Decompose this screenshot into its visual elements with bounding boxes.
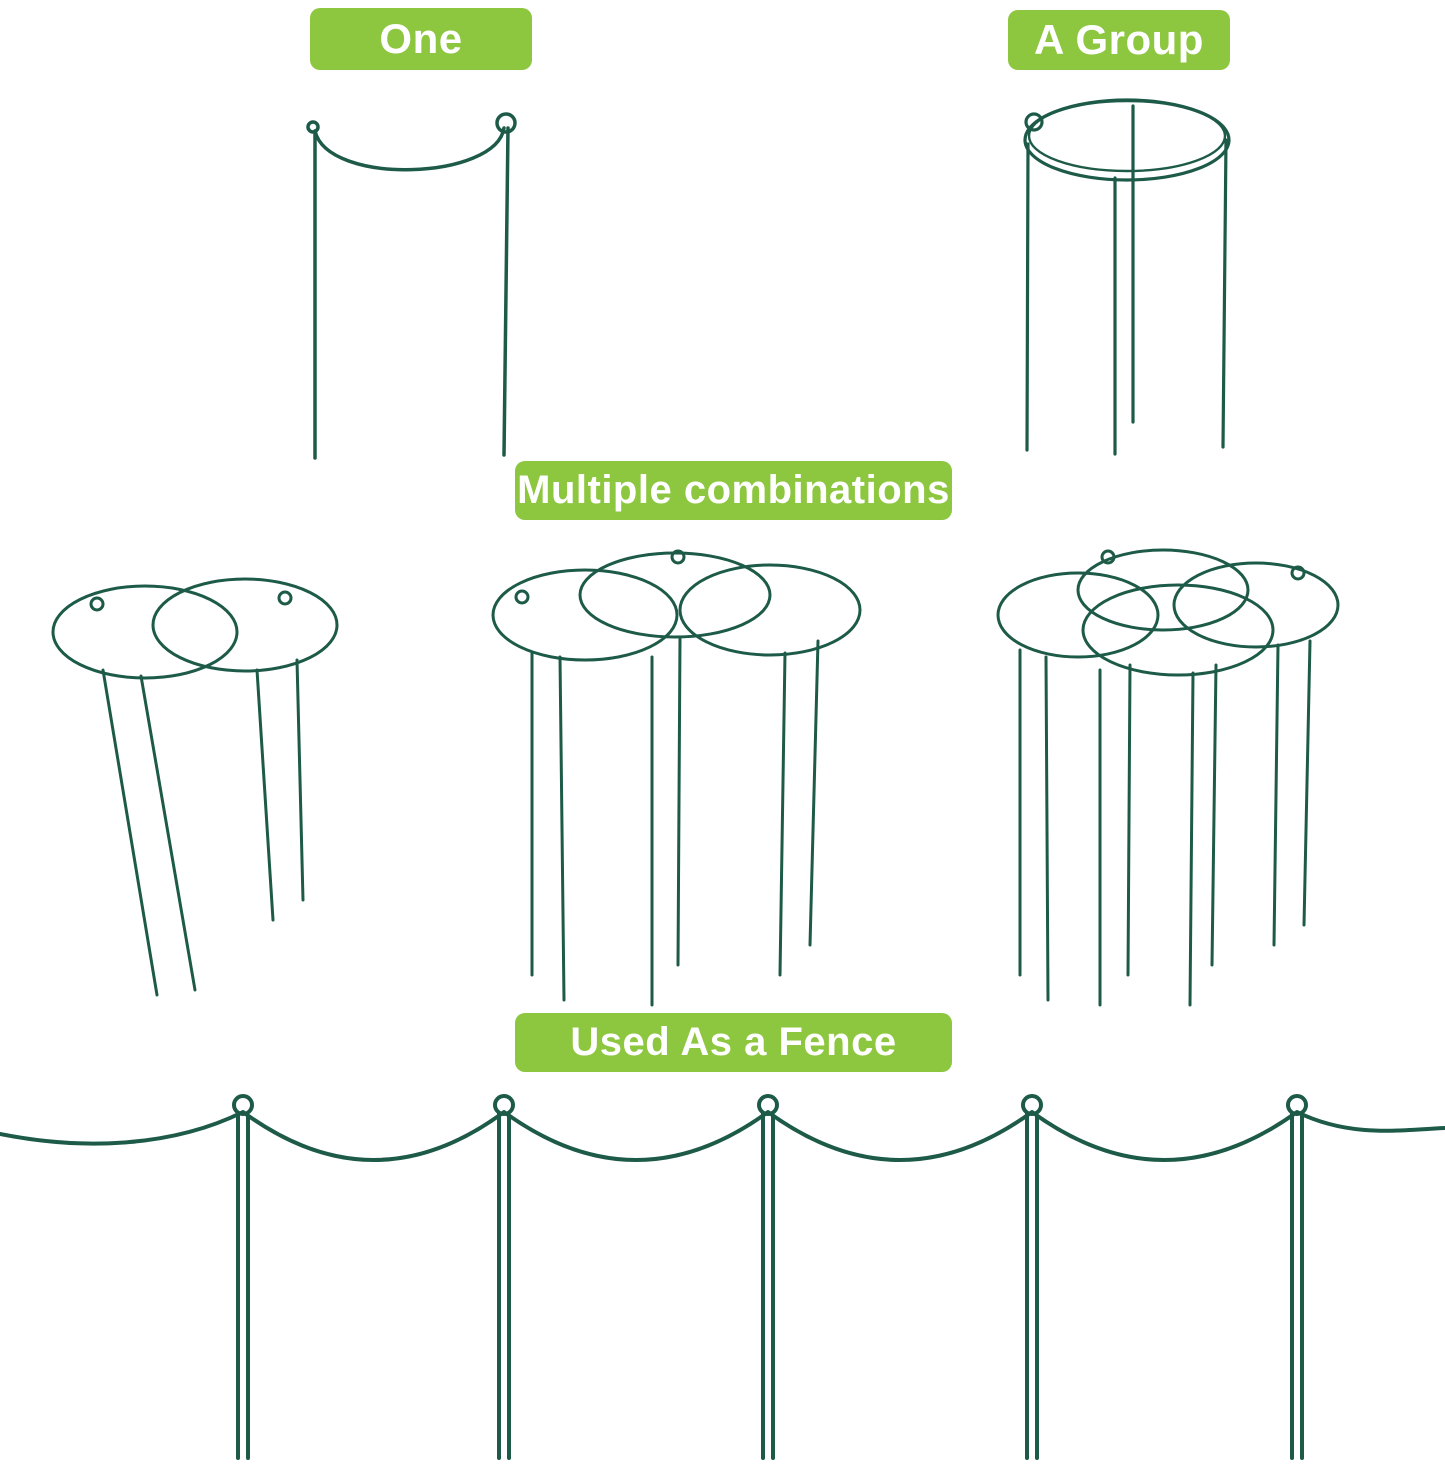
combination-three-supports-illustration — [491, 549, 862, 1007]
label-used-as-a-fence: Used As a Fence — [515, 1013, 952, 1072]
stake-legs — [1018, 639, 1312, 1007]
wire-loop-icon — [89, 596, 105, 612]
ring — [1023, 98, 1231, 182]
wire-loop-icon — [514, 589, 530, 605]
wire-loop-icon — [670, 549, 686, 565]
stake-legs — [101, 658, 305, 997]
hoop-arc — [306, 112, 517, 172]
wire-loop-icon — [1024, 112, 1044, 132]
wire-loop-icon — [493, 1094, 515, 1116]
label-one: One — [310, 8, 532, 70]
group-supports-illustration — [1023, 98, 1231, 456]
stake-legs — [530, 635, 820, 1007]
wire-loop-icon — [1021, 1094, 1043, 1116]
fence-swag-wire — [0, 1094, 1445, 1162]
wire-loop-icon — [232, 1094, 254, 1116]
wire-loop-icon — [1286, 1094, 1308, 1116]
single-support-illustration — [306, 112, 517, 460]
wire-loop-icon — [495, 112, 517, 134]
fence-posts — [236, 1112, 1304, 1460]
wire-loop-icon — [277, 590, 293, 606]
wire-loop-icon — [1290, 565, 1306, 581]
combination-two-supports-illustration — [51, 577, 339, 997]
label-multiple-combinations: Multiple combinations — [515, 461, 952, 520]
label-a-group: A Group — [1008, 10, 1230, 70]
wire-loop-icon — [757, 1094, 779, 1116]
stake-legs — [1025, 104, 1228, 456]
wire-loop-icon — [1100, 549, 1116, 565]
flower-ring — [491, 549, 862, 662]
stake-legs — [313, 126, 510, 460]
flower-ring — [51, 577, 339, 680]
flower-ring — [996, 548, 1340, 677]
combination-four-supports-illustration — [996, 548, 1340, 1007]
fence-arrangement-illustration — [0, 1094, 1445, 1460]
